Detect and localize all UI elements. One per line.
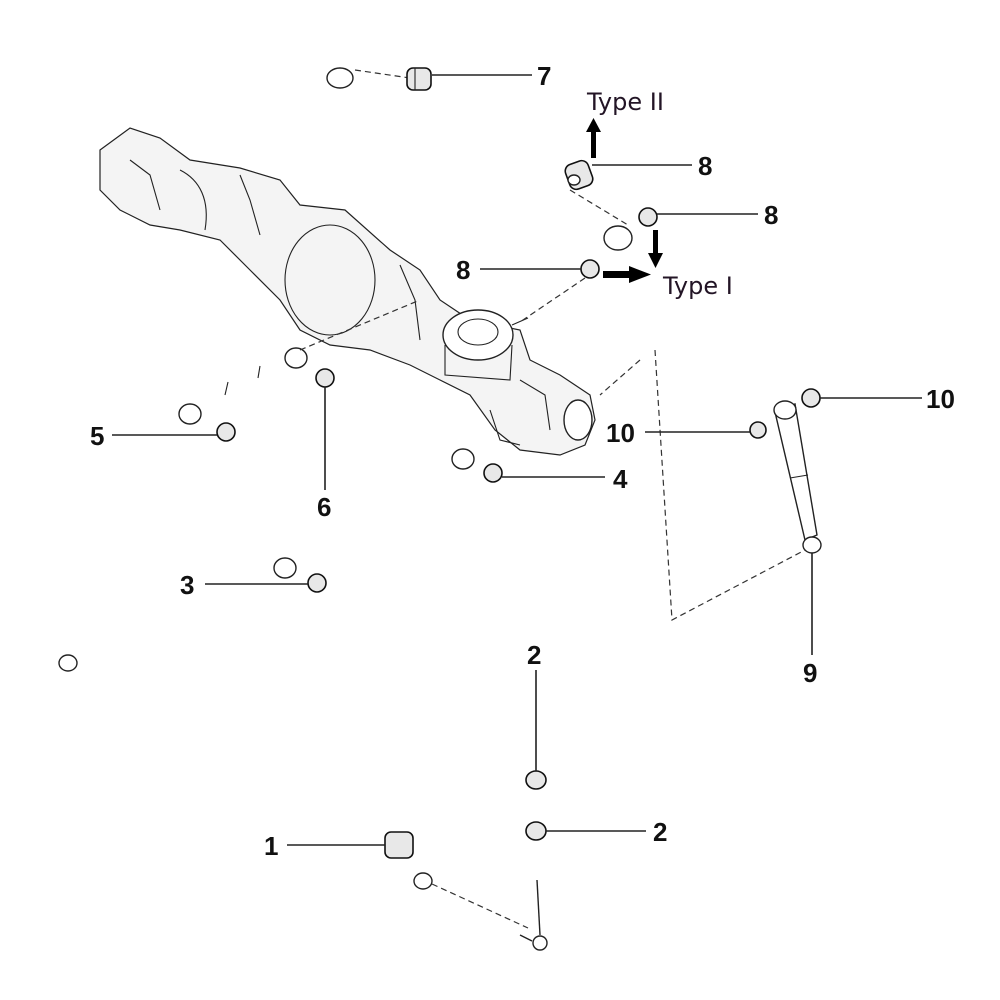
shock-absorber <box>773 400 822 554</box>
link-5 <box>178 347 308 425</box>
callout-5: 5 <box>90 421 104 451</box>
callout-6: 6 <box>317 492 331 522</box>
callout-10: 10 <box>926 384 955 414</box>
type-ii-label: Type II <box>586 88 664 116</box>
bushing-6 <box>315 368 335 388</box>
bushing-8-lower <box>519 259 600 323</box>
callout-10: 10 <box>606 418 635 448</box>
type-i-label: Type I <box>662 272 733 300</box>
callout-9: 9 <box>803 658 817 688</box>
callout-8: 8 <box>698 151 712 181</box>
stabilizer-bar <box>58 649 492 890</box>
axle-housing <box>99 127 596 456</box>
stabilizer-link <box>431 770 548 951</box>
bushing-5 <box>216 422 236 442</box>
bushing-4 <box>483 463 503 483</box>
upper-link <box>326 67 633 251</box>
callout-3: 3 <box>180 570 194 600</box>
bushing-10-right <box>801 388 821 408</box>
arrow-right-icon <box>603 266 651 283</box>
callout-7: 7 <box>537 61 551 91</box>
callout-1: 1 <box>264 831 278 861</box>
bushing-8-type1 <box>638 207 658 227</box>
callout-8: 8 <box>456 255 470 285</box>
callout-8: 8 <box>764 200 778 230</box>
bushing-3 <box>307 573 327 593</box>
bushing-7 <box>406 67 432 91</box>
bushing-10-left <box>749 421 767 439</box>
callout-4: 4 <box>613 464 628 494</box>
bushing-8-type2 <box>564 159 594 191</box>
callout-2: 2 <box>653 817 667 847</box>
callout-2: 2 <box>527 640 541 670</box>
arrow-up-icon <box>586 118 601 158</box>
arrow-down-icon <box>648 230 663 268</box>
link-3 <box>273 448 475 579</box>
bushing-1 <box>384 831 414 859</box>
